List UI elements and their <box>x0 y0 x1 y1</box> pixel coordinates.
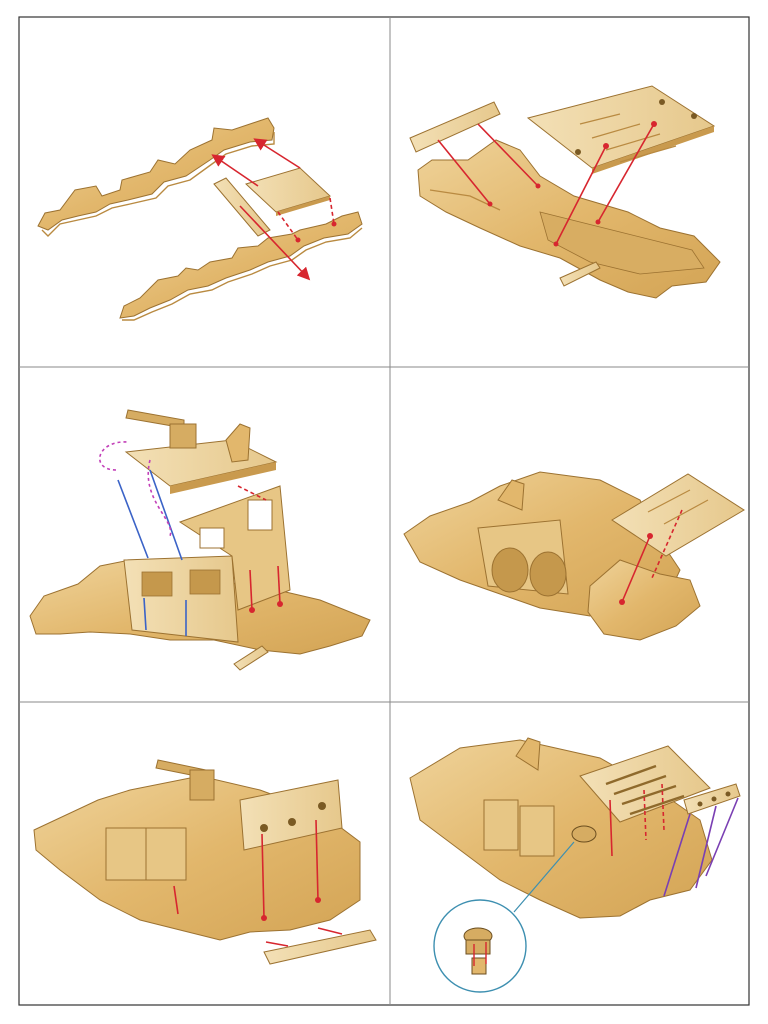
step-2-arrows <box>437 123 655 245</box>
step-1-side-rail-back <box>37 117 275 231</box>
step-6-turret-spool <box>571 825 597 843</box>
step-5-panel <box>33 759 377 965</box>
step-3-axle <box>233 645 269 671</box>
step-4-side-panel <box>587 559 701 641</box>
step-1-arrows <box>211 138 335 281</box>
step-6-panel <box>409 737 741 993</box>
step-3-cabin-front <box>123 555 239 643</box>
step-5-gun-mount <box>189 769 215 801</box>
step-4-panel <box>403 471 745 641</box>
step-5-arrows <box>173 819 343 947</box>
step-3-arrows <box>98 441 281 636</box>
step-6-seat <box>515 737 541 771</box>
step-3-panel <box>29 409 371 671</box>
step-6-callout-peg <box>471 957 487 975</box>
step-2-axle <box>559 261 601 287</box>
step-4-hood-panel <box>611 473 745 557</box>
step-3-seat <box>225 423 251 463</box>
step-6-callout-leader <box>513 841 575 913</box>
step-1-side-rail-front <box>119 211 363 319</box>
step-3-gun-mount <box>169 423 197 449</box>
step-1-floor-plate <box>245 167 331 213</box>
sheet-border <box>18 16 750 1006</box>
step-4-arrows <box>621 509 683 603</box>
step-4-seat <box>497 479 525 511</box>
step-2-rear-board <box>409 101 501 153</box>
step-6-arrows <box>609 783 739 897</box>
step-2-top-plate <box>526 85 716 169</box>
step-1-panel <box>37 117 363 321</box>
step-5-rear-bumper <box>263 929 377 965</box>
step-2-panel <box>409 85 721 299</box>
